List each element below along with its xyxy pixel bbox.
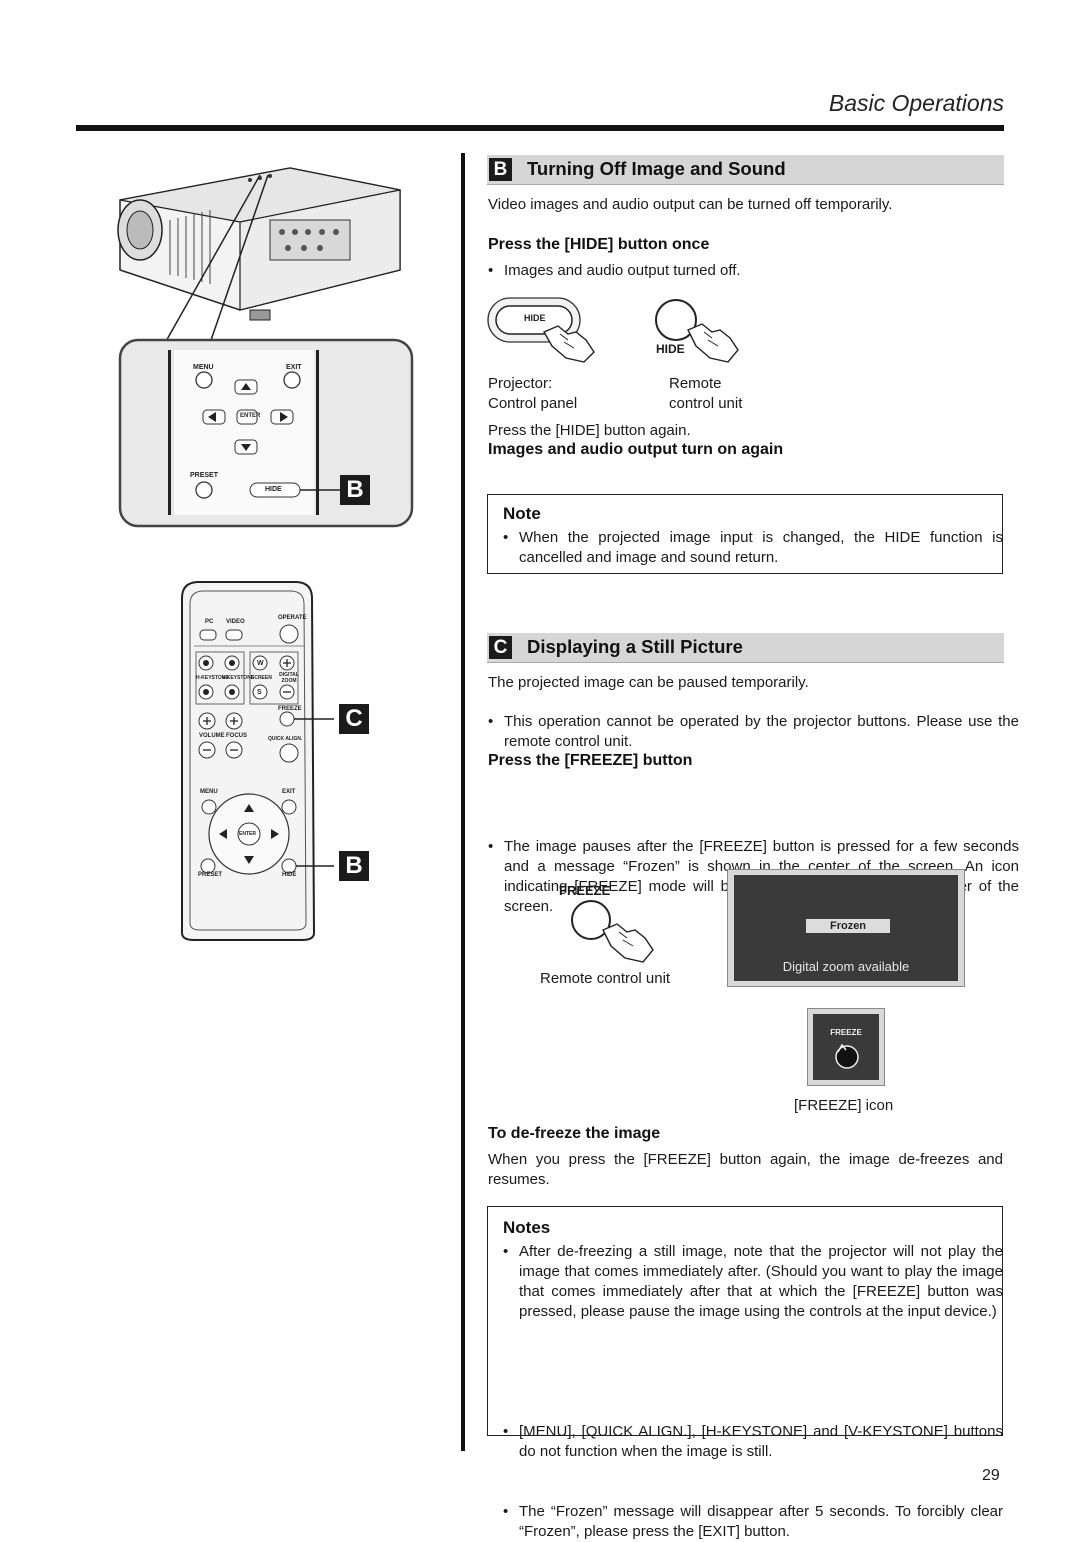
callout-b-panel: B	[340, 475, 370, 505]
section-c-bullet1: •This operation cannot be operated by th…	[488, 713, 1019, 750]
page-number: 29	[982, 1467, 1000, 1484]
section-b-header: B Turning Off Image and Sound	[487, 155, 1004, 185]
remote-hkeystone-label: H-KEYSTONE	[196, 675, 229, 681]
panel-hide-button-illustration	[487, 297, 595, 363]
hide-once-bullet: •Images and audio output turned off.	[488, 262, 741, 279]
frozen-screen: Frozen Digital zoom available	[734, 875, 958, 981]
panel-hide-label: HIDE	[265, 486, 282, 493]
header-rule	[76, 125, 1004, 131]
turn-on-again-heading: Images and audio output turn on again	[488, 441, 784, 458]
press-hide-again: Press the [HIDE] button again.	[488, 422, 691, 439]
section-c-letter: C	[489, 636, 512, 659]
remote-menu-label: MENU	[200, 789, 218, 795]
defreeze-heading: To de-freeze the image	[488, 1125, 661, 1142]
remote-hide-button-illustration	[655, 299, 739, 363]
panel-exit-label: EXIT	[286, 364, 302, 371]
section-c-title: Displaying a Still Picture	[527, 636, 743, 657]
callout-c-remote: C	[339, 704, 369, 734]
remote-enter-label: ENTER	[239, 831, 256, 837]
section-b-letter: B	[489, 158, 512, 181]
freeze-remote-caption: Remote control unit	[540, 970, 671, 987]
frozen-message: Frozen	[806, 919, 890, 933]
remote-video-label: VIDEO	[226, 619, 245, 625]
section-b-intro: Video images and audio output can be tur…	[488, 196, 893, 213]
freeze-icon-label: FREEZE	[830, 1028, 862, 1037]
freeze-icon-frame: FREEZE	[807, 1008, 885, 1086]
remote-caption-line1: Remote	[669, 375, 722, 392]
frozen-screen-frame: Frozen Digital zoom available	[727, 869, 965, 987]
note-box-hide: Note •When the projected image input is …	[487, 494, 1003, 574]
remote-s-label: S	[257, 689, 262, 696]
remote-vkeystone-label: V-KEYSTONE	[222, 675, 255, 681]
projector-caption-line2: Control panel	[488, 395, 578, 412]
remote-focus-label: FOCUS	[226, 733, 247, 739]
running-header: Basic Operations	[828, 90, 1004, 116]
freeze-icon: FREEZE	[813, 1014, 879, 1080]
section-c-intro: The projected image can be paused tempor…	[488, 674, 809, 691]
freeze-icon-caption: [FREEZE] icon	[794, 1097, 894, 1114]
remote-hide-label: HIDE	[282, 872, 297, 878]
remote-digital-zoom-label: DIGITAL ZOOM	[279, 672, 299, 684]
notes-box-freeze: Notes •After de-freezing a still image, …	[487, 1206, 1003, 1540]
section-b-title: Turning Off Image and Sound	[527, 158, 786, 179]
section-c-header: C Displaying a Still Picture	[487, 633, 1004, 663]
callout-b-remote: B	[339, 851, 369, 881]
projector-illustration	[117, 167, 414, 528]
hide-once-heading: Press the [HIDE] button once	[488, 236, 710, 253]
notes-item-1: •After de-freezing a still image, note t…	[503, 1243, 1003, 1320]
remote-w-label: W	[257, 660, 264, 667]
remote-volume-label: VOLUME	[199, 733, 225, 739]
freeze-heading: Press the [FREEZE] button	[488, 752, 693, 769]
panel-enter-label: ENTER	[240, 413, 261, 419]
digital-zoom-message: Digital zoom available	[782, 959, 910, 974]
remote-hide-button-label: HIDE	[656, 342, 685, 356]
column-divider	[461, 153, 465, 1451]
freeze-button-label: FREEZE	[559, 883, 611, 898]
remote-preset-label: PRESET	[198, 872, 223, 878]
panel-preset-label: PRESET	[190, 472, 219, 479]
remote-caption-line2: control unit	[669, 395, 743, 412]
remote-freeze-label: FREEZE	[278, 706, 302, 712]
projector-caption-line1: Projector:	[488, 375, 553, 392]
remote-illustration	[181, 581, 334, 941]
remote-quick-align-label: QUICK ALIGN.	[268, 736, 303, 742]
defreeze-text: When you press the [FREEZE] button again…	[488, 1151, 1003, 1188]
note-text: •When the projected image input is chang…	[503, 529, 1003, 566]
remote-exit-label: EXIT	[282, 789, 296, 795]
note-title: Note	[503, 504, 541, 523]
panel-menu-label: MENU	[193, 364, 214, 371]
notes-title: Notes	[503, 1218, 551, 1237]
remote-pc-label: PC	[205, 619, 214, 625]
notes-item-3: •The “Frozen” message will disappear aft…	[503, 1503, 1003, 1540]
panel-hide-button-label: HIDE	[524, 313, 546, 323]
freeze-hand-icon	[835, 1043, 859, 1069]
notes-item-2: •[MENU], [QUICK ALIGN.], [H-KEYSTONE] an…	[503, 1423, 1003, 1460]
remote-screen-label: SCREEN	[251, 675, 272, 681]
freeze-button-illustration	[571, 900, 654, 963]
remote-operate-label: OPERATE	[278, 615, 307, 621]
